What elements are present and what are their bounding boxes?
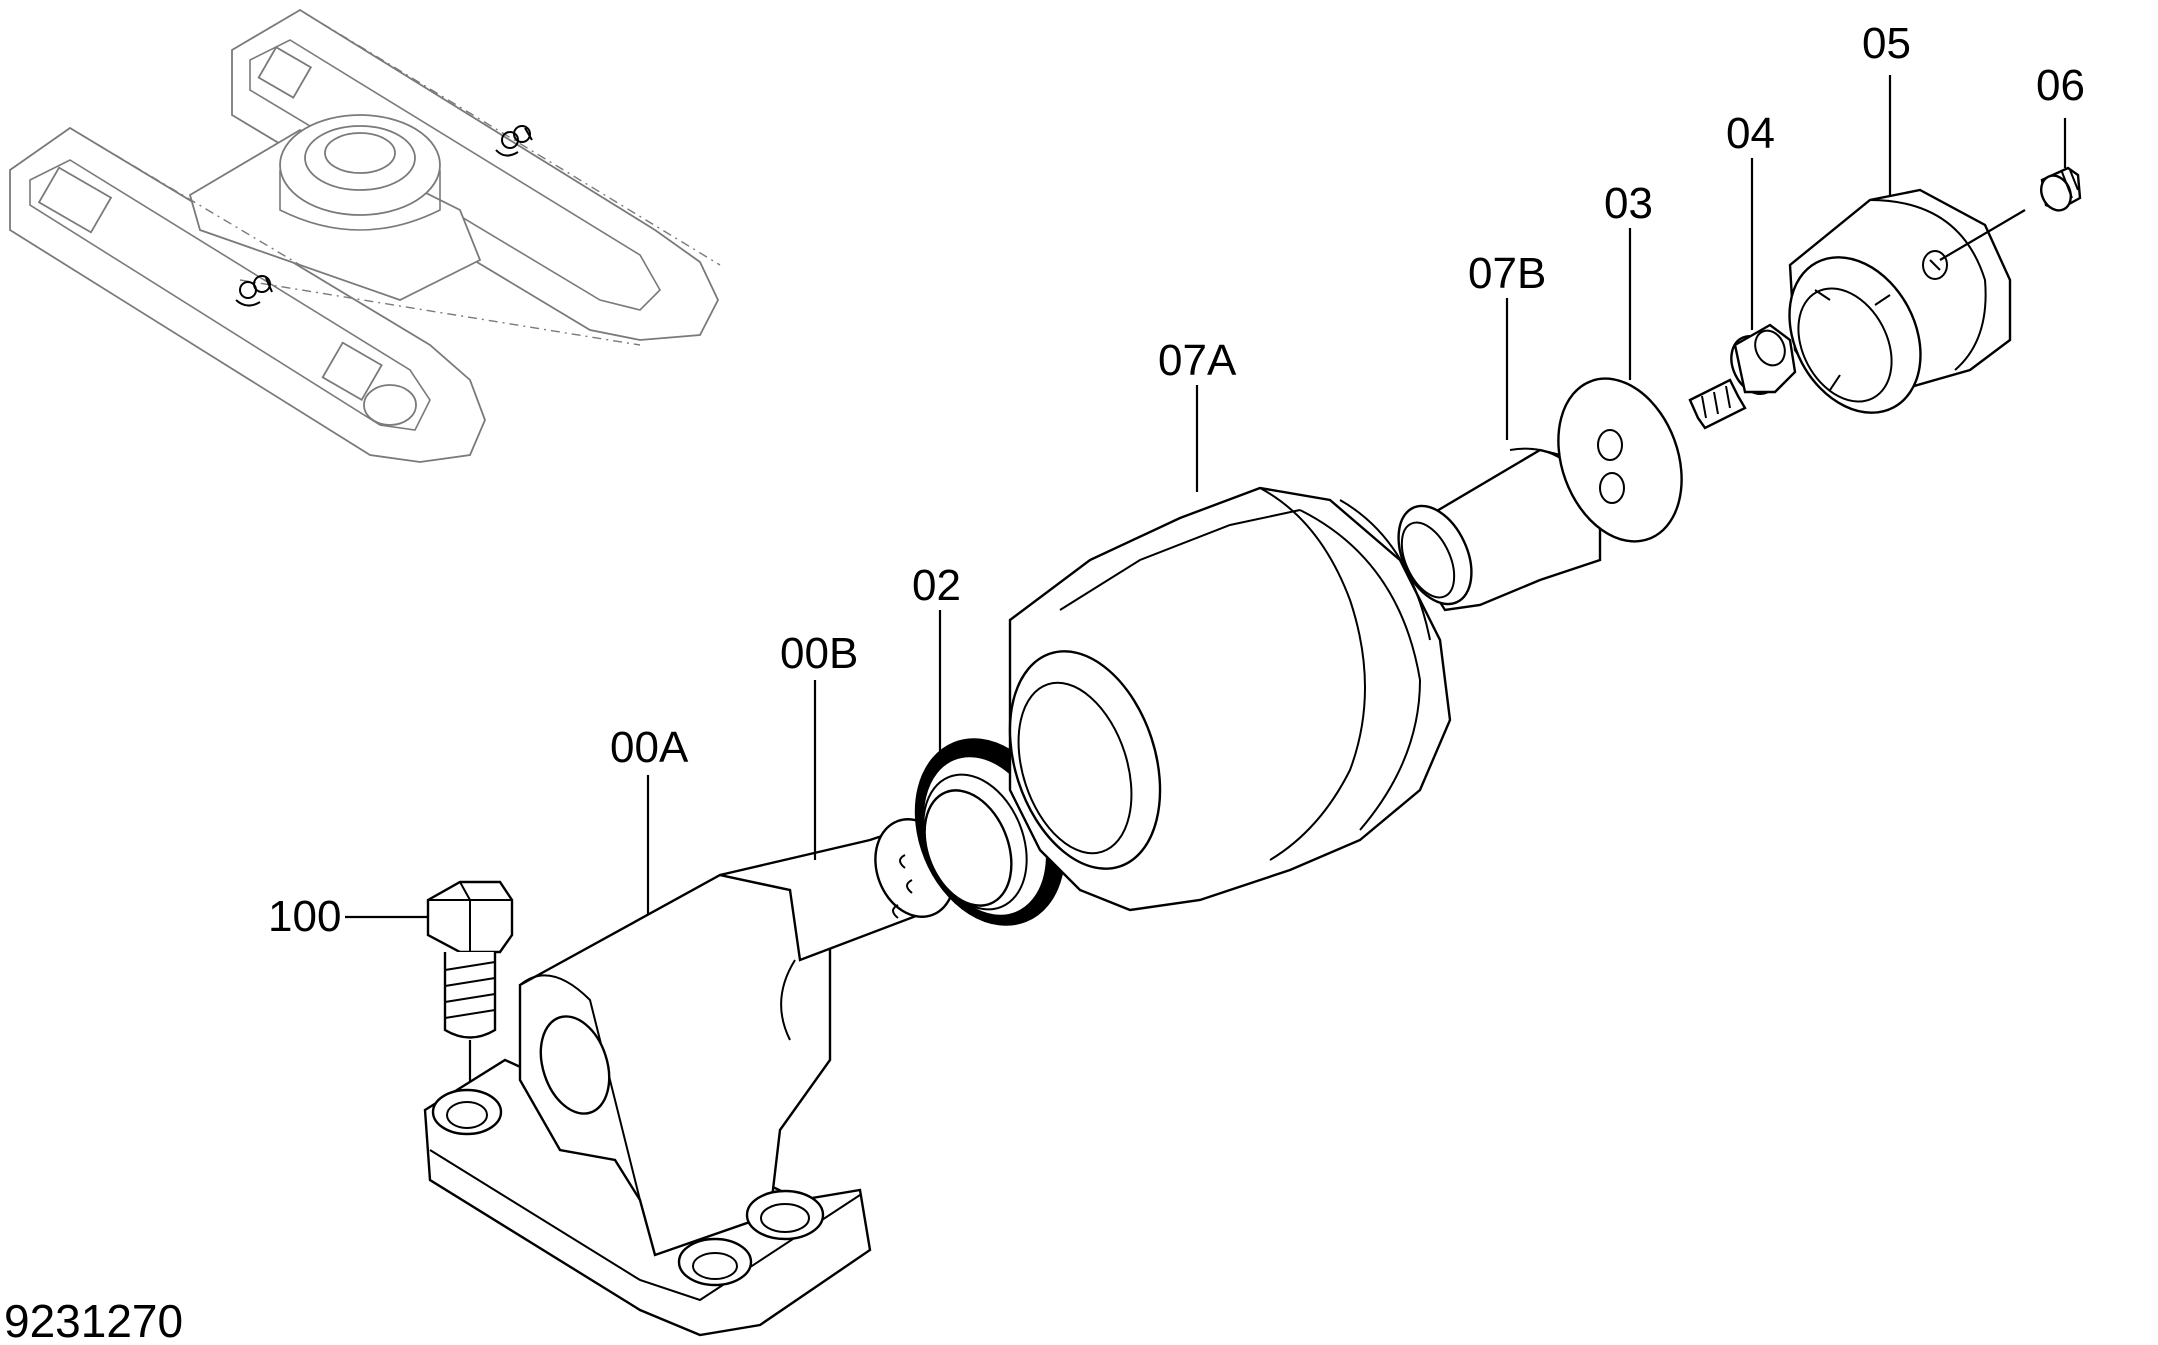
- part-06-plug: [2040, 166, 2082, 212]
- callout-04: 04: [1726, 109, 1775, 158]
- part-05-collar: [1788, 188, 2012, 414]
- callout-07B: 07B: [1468, 249, 1546, 298]
- part-04-screw: [1688, 323, 1797, 430]
- location-marker-rear: [495, 125, 533, 157]
- callout-00B: 00B: [780, 629, 858, 678]
- part-03-plate: [1557, 377, 1683, 543]
- figure-number: 9231270: [4, 1295, 183, 1345]
- location-marker-front: [235, 275, 273, 307]
- part-00A-bracket: [423, 873, 872, 1337]
- callout-100: 100: [268, 892, 341, 941]
- leader-05-plug-axis: [1939, 209, 2026, 261]
- part-07B-bushing: [1397, 447, 1602, 612]
- callout-02: 02: [912, 561, 961, 610]
- callout-05: 05: [1862, 19, 1911, 68]
- callout-06: 06: [2036, 61, 2085, 110]
- part-100-bolt: [426, 880, 514, 1039]
- callout-00A: 00A: [610, 723, 689, 772]
- callout-07A: 07A: [1158, 336, 1237, 385]
- part-07A-roller: [1008, 486, 1452, 912]
- track-frame-inset: [9, 8, 721, 463]
- callout-03: 03: [1604, 179, 1653, 228]
